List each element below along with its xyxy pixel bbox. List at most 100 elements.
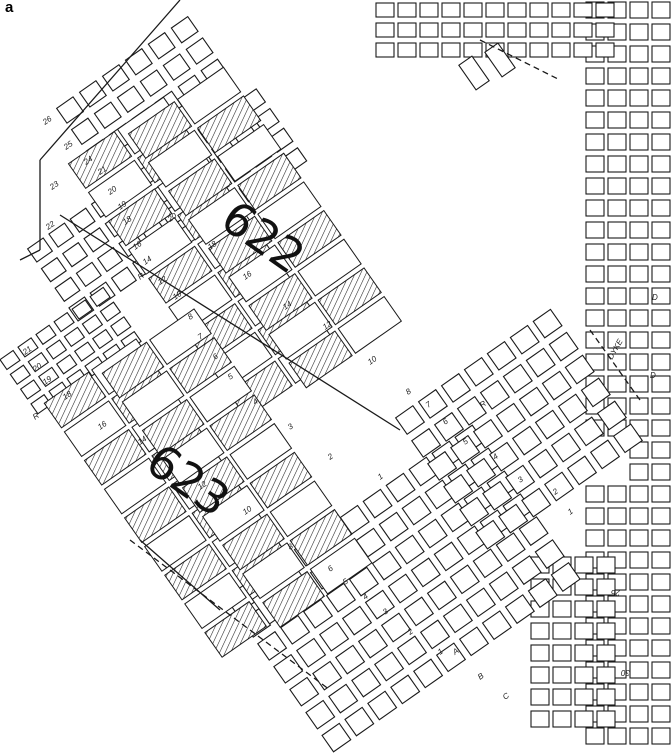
heading-number: 4 bbox=[491, 451, 500, 461]
pillar bbox=[83, 227, 110, 253]
pillar bbox=[170, 15, 199, 44]
pillar bbox=[550, 432, 582, 463]
edge-number: 30 bbox=[621, 668, 630, 677]
pillar bbox=[147, 31, 176, 60]
pillar bbox=[629, 397, 649, 415]
pillar bbox=[585, 243, 605, 261]
pillar bbox=[651, 573, 671, 591]
heading-number: 5 bbox=[461, 436, 470, 446]
lower-letter: A bbox=[450, 646, 460, 657]
heading-number: 4 bbox=[251, 396, 260, 406]
annotation-r: R bbox=[136, 271, 146, 282]
pillar bbox=[419, 619, 451, 650]
pillar bbox=[48, 222, 75, 248]
pillar bbox=[629, 639, 649, 657]
pillar bbox=[110, 266, 138, 292]
pillar bbox=[541, 370, 572, 401]
pillar bbox=[629, 221, 649, 239]
pillar bbox=[55, 354, 78, 375]
pillar bbox=[318, 621, 350, 652]
panel-623-block bbox=[181, 456, 245, 514]
pillar bbox=[390, 674, 421, 705]
drift-edge bbox=[589, 329, 641, 401]
pillar bbox=[629, 353, 649, 371]
pillar bbox=[629, 309, 649, 327]
annotation-r: R bbox=[31, 411, 41, 422]
panel-622-block bbox=[288, 330, 353, 389]
pillar bbox=[295, 637, 327, 668]
panel-622-block bbox=[148, 245, 213, 304]
pillar bbox=[110, 316, 132, 337]
pillar bbox=[475, 519, 506, 550]
pillar bbox=[502, 363, 533, 394]
pillar bbox=[124, 47, 153, 76]
pillar bbox=[585, 199, 605, 217]
panel-623-block bbox=[222, 513, 285, 571]
pillar bbox=[426, 580, 458, 611]
pillar bbox=[458, 55, 490, 91]
pillar bbox=[527, 448, 559, 479]
pillar bbox=[585, 155, 605, 173]
pillar bbox=[595, 22, 615, 38]
heading-number: 2 bbox=[405, 626, 415, 637]
pillar bbox=[27, 351, 50, 373]
pillar bbox=[607, 199, 627, 217]
pillar bbox=[334, 644, 366, 675]
pillar bbox=[534, 409, 566, 440]
pillar bbox=[325, 582, 357, 613]
pillar bbox=[596, 644, 616, 662]
pillar bbox=[651, 463, 671, 481]
pillar bbox=[71, 299, 93, 320]
panel-623-block bbox=[169, 336, 233, 394]
heading-number: 8 bbox=[186, 311, 195, 321]
pillar bbox=[629, 595, 649, 613]
pillar bbox=[472, 418, 504, 449]
pillar bbox=[651, 419, 671, 437]
drift-edge bbox=[39, 0, 181, 161]
hatched-panel-623 bbox=[43, 308, 373, 658]
pillar bbox=[607, 353, 627, 371]
pillar bbox=[412, 658, 444, 689]
pillar bbox=[629, 485, 649, 503]
panel-623-block bbox=[309, 537, 373, 595]
lower-letter: C bbox=[501, 691, 511, 702]
pillar bbox=[305, 699, 336, 730]
pillar bbox=[101, 64, 131, 92]
edge-number: 26 bbox=[611, 588, 621, 597]
pillar bbox=[435, 642, 467, 673]
pillar bbox=[585, 111, 605, 129]
pillar bbox=[89, 286, 111, 308]
pillar bbox=[375, 2, 395, 18]
heading-number: 5 bbox=[341, 576, 350, 586]
pillar bbox=[596, 710, 616, 728]
pillar bbox=[651, 661, 671, 679]
pillar bbox=[551, 22, 571, 38]
panel-623-block bbox=[149, 308, 212, 366]
pillar bbox=[394, 534, 425, 565]
pillar bbox=[403, 596, 435, 627]
pillar bbox=[498, 503, 529, 534]
pillar bbox=[75, 261, 102, 288]
panel-623-block bbox=[201, 484, 265, 542]
pillar bbox=[139, 69, 168, 97]
pillar bbox=[629, 287, 649, 305]
pillar bbox=[419, 42, 439, 58]
pillar bbox=[401, 495, 432, 526]
pillar bbox=[529, 2, 549, 18]
pillar bbox=[607, 133, 627, 151]
pillar bbox=[507, 22, 527, 38]
pillar bbox=[607, 529, 627, 547]
pillar bbox=[629, 727, 649, 745]
pillar bbox=[596, 600, 616, 618]
pillar bbox=[518, 516, 549, 547]
panel-623-block bbox=[103, 457, 167, 515]
pillar bbox=[9, 364, 32, 385]
panel-622-block bbox=[337, 295, 403, 354]
pillar bbox=[585, 507, 605, 525]
pillar bbox=[488, 571, 519, 602]
panel-623-block bbox=[164, 543, 227, 601]
pillar bbox=[525, 347, 556, 378]
pillar bbox=[607, 89, 627, 107]
